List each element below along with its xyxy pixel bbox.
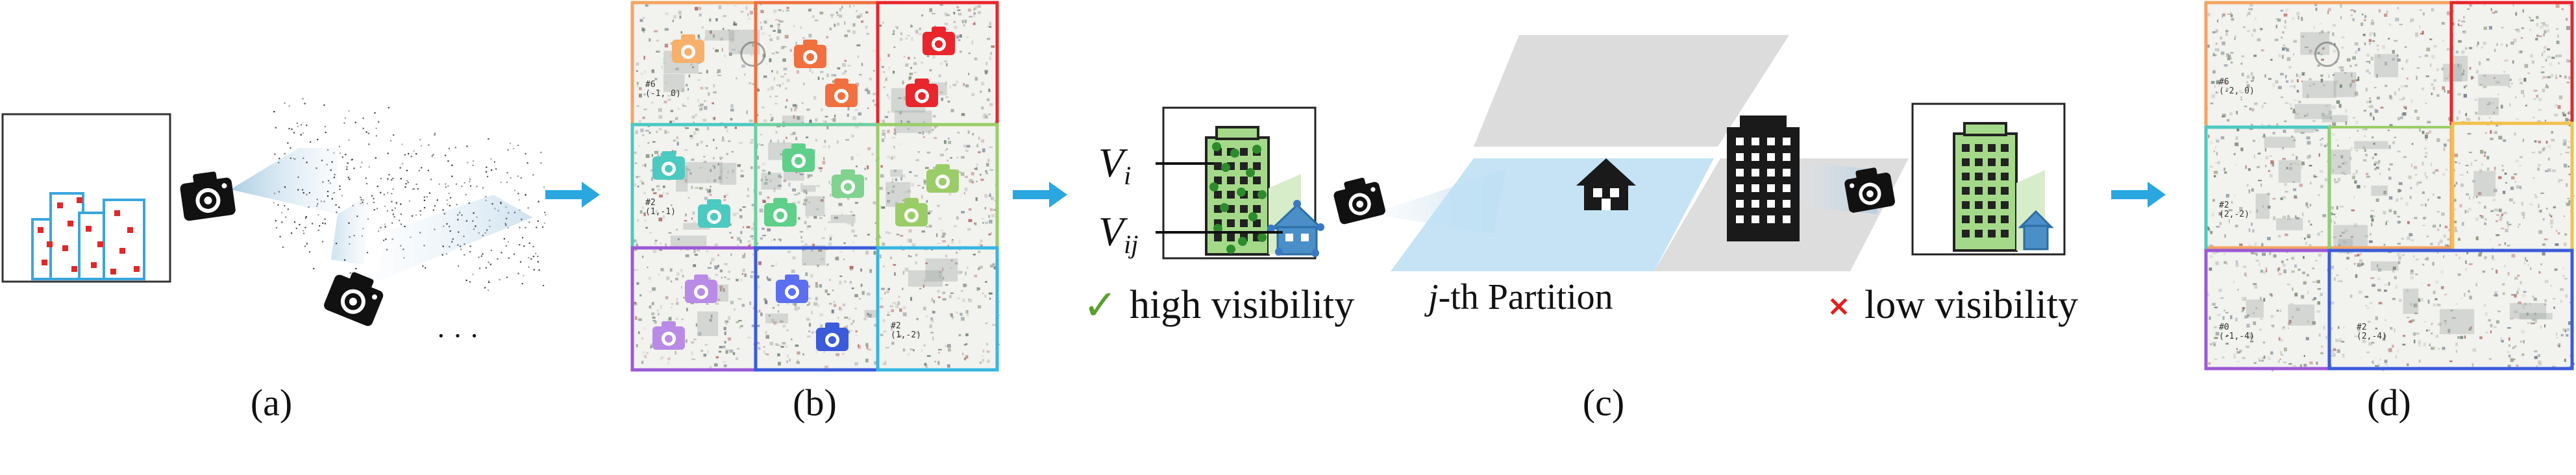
cell-tag: (1,-2) <box>891 330 921 340</box>
panel-d: #6 (-2, 0) #2 (2,-2) #0 (-1,-4) #2 (2,-4… <box>2204 1 2575 424</box>
vi-label: Vi <box>1098 140 1131 190</box>
panel-b: #6 (-1, 0) #2 (1,-1) #2 (1,-2) (b) <box>630 1 1000 424</box>
low-visibility-label: low visibility <box>1864 283 2078 327</box>
house-points <box>1267 200 1324 257</box>
arrow-right-icon <box>545 182 600 208</box>
check-icon: ✓ <box>1083 282 1118 330</box>
cell-tag: #2 <box>2219 201 2229 210</box>
camera-icon <box>178 169 236 222</box>
cell-tag: (1,-1) <box>645 207 676 217</box>
partition-grid <box>630 1 999 372</box>
sparse-point-cloud <box>230 98 547 291</box>
aerial-texture <box>2207 3 2575 372</box>
building-icon <box>1727 116 1800 241</box>
visible-points <box>1209 142 1267 254</box>
aerial-map-d <box>2205 1 2573 370</box>
cell-tag: (-2, 0) <box>2219 86 2255 96</box>
cell-tags: #6 (-1, 0) #2 (1,-1) #2 (1,-2) <box>645 80 921 340</box>
panel-c: Vi Vij ✓ high visibility j-th Partition <box>1083 35 2078 424</box>
arrow-right-icon <box>1013 182 1067 208</box>
vij-label: Vij <box>1098 208 1138 259</box>
panel-b-label: (b) <box>793 382 837 424</box>
cell-tags: #6 (-2, 0) #2 (2,-2) #0 (-1,-4) #2 (2,-4… <box>2219 77 2387 341</box>
cell-tag: (-1, 0) <box>645 89 681 99</box>
house-icon <box>1270 203 1324 256</box>
house-icon <box>2018 210 2054 250</box>
partition-plane <box>1391 158 1714 271</box>
cell-tag: #2 <box>2357 323 2367 332</box>
cell-tag: #6 <box>645 80 656 90</box>
arrow-right-icon <box>2111 182 2166 208</box>
cell-tag: (2,-4) <box>2357 332 2387 341</box>
panel-c-label: (c) <box>1583 382 1624 424</box>
cell-tag: #2 <box>891 321 901 331</box>
partition-label: j-th Partition <box>1424 277 1613 317</box>
building-points <box>38 197 140 274</box>
upper-plane <box>1474 35 1789 147</box>
cell-tag: (-1,-4) <box>2219 332 2255 341</box>
camera-icon <box>1331 174 1387 225</box>
panel-a: · · · (a) <box>1 98 547 424</box>
panel-d-label: (d) <box>2367 382 2411 424</box>
cross-icon: × <box>1827 289 1851 323</box>
panel-a-label: (a) <box>251 382 292 424</box>
cell-tag: #0 <box>2219 323 2229 332</box>
cell-tag: (2,-2) <box>2219 210 2249 219</box>
cell-tag: #2 <box>645 198 656 208</box>
building-icon <box>1953 122 2018 252</box>
cell-tag: #6 <box>2219 77 2229 87</box>
ellipsis: · · · <box>436 320 479 352</box>
expanded-partition-grid <box>2204 1 2574 371</box>
high-visibility-label: high visibility <box>1130 283 1354 327</box>
buildings-sketch <box>31 192 145 280</box>
